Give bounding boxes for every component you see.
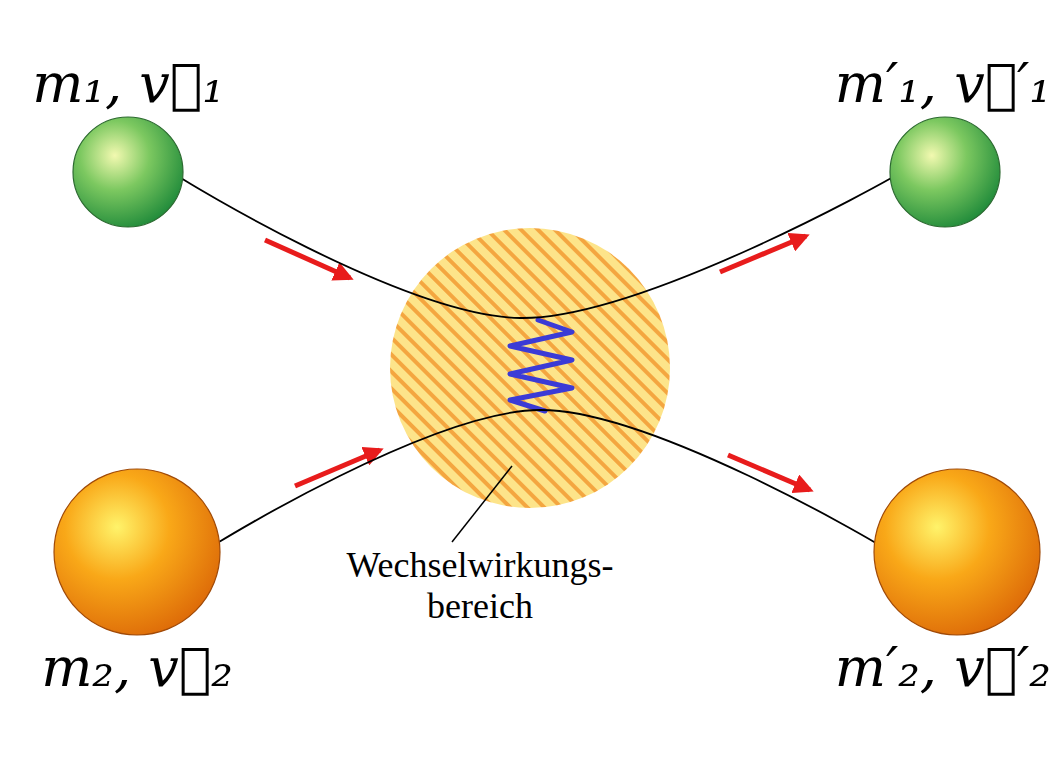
- sphere-outline: [874, 469, 1040, 635]
- particle-label: m′₂, v⃗′₂: [835, 637, 1051, 699]
- particle-sphere: [71, 115, 185, 229]
- particle-node: m′₁, v⃗′₁: [835, 53, 1051, 229]
- particle-node: m′₂, v⃗′₂: [835, 467, 1051, 699]
- particle-node: m₂, v⃗₂: [41, 467, 233, 699]
- region-label: Wechselwirkungs- bereich: [330, 545, 630, 628]
- velocity-arrow: [295, 450, 380, 486]
- trajectory-line: [219, 410, 874, 542]
- interaction-region: [390, 228, 670, 508]
- interaction-spring: [510, 320, 572, 411]
- sphere-outline: [54, 469, 220, 635]
- leader-line: [452, 466, 512, 542]
- particle-node: m₁, v⃗₁: [32, 53, 224, 229]
- sphere-outline: [73, 117, 183, 227]
- particle-sphere: [872, 467, 1042, 637]
- velocity-arrow: [265, 240, 350, 278]
- particle-label: m₁, v⃗₁: [32, 53, 224, 115]
- trajectory-line: [183, 179, 891, 318]
- sphere-outline: [890, 117, 1000, 227]
- particle-sphere: [888, 115, 1002, 229]
- particle-label: m₂, v⃗₂: [41, 637, 233, 699]
- velocity-arrow: [720, 236, 806, 272]
- particle-sphere: [52, 467, 222, 637]
- particle-label: m′₁, v⃗′₁: [835, 53, 1051, 115]
